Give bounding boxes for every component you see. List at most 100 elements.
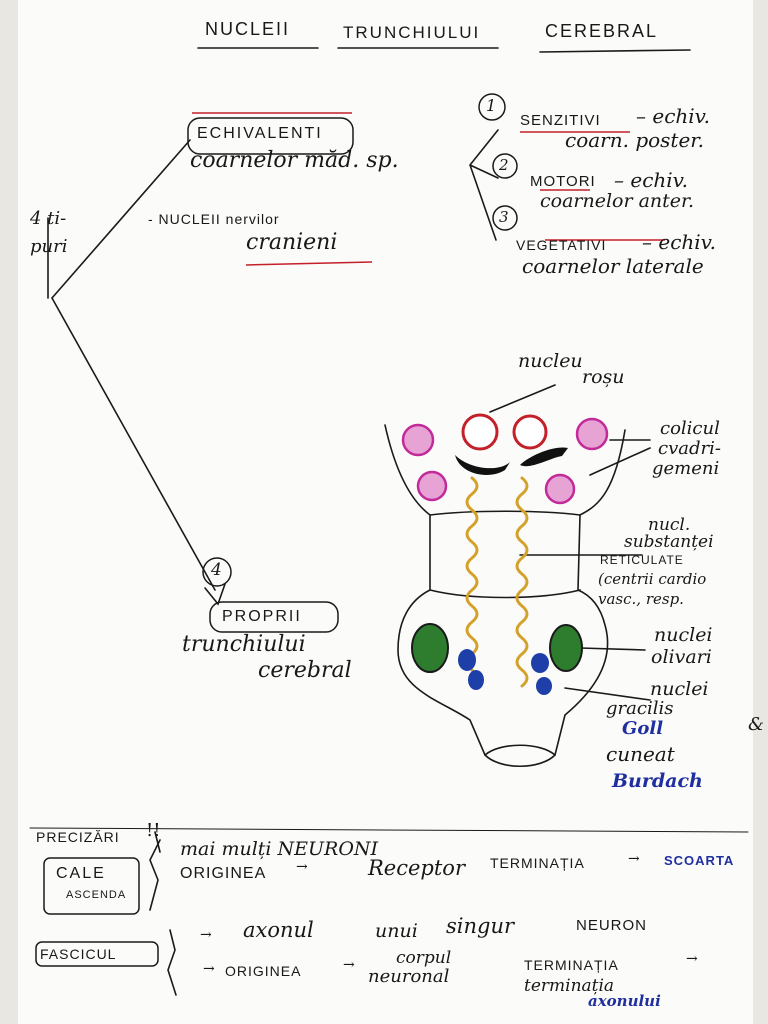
red-nucleus-right [512,414,548,450]
type-3-desc2: coarnelor laterale [522,254,704,278]
box-cale [43,857,140,915]
label-olivar-1: nuclei [654,624,713,646]
box-echivalenti [187,117,354,155]
branch-types [469,129,499,241]
fascicul-axonul: axonul [243,918,314,942]
gracilis-left-2 [468,670,484,690]
pointer-gracilis [564,687,651,701]
precizari-line1: mai mulți NEURONI [180,838,379,860]
label-colicul-1: colicul [660,418,720,439]
label-ampersand: & [748,714,765,735]
type-3-desc1: – echiv. [642,230,716,254]
proprii-line2: trunchiului [182,632,306,657]
type-3-name: VEGETATIVI [516,237,607,253]
label-goll: Goll [622,718,664,739]
bracket-fascicul [167,929,177,996]
precizari-receptor: Receptor [368,856,465,880]
precizari-terminatia: TERMINAȚIA [490,855,585,871]
fascicul-neuronal: neuronal [368,966,450,987]
label-gracilis-1: nuclei [650,678,709,700]
pointer-colicul [589,439,651,476]
section-divider [29,827,749,833]
type-2-number: 2 [499,156,509,174]
title-word-1: NUCLEII [205,19,291,39]
pointer-nucleu-rosu [489,384,556,413]
label-reticulate-4: (centrii cardio [598,570,707,588]
type-2-name: MOTORI [530,173,596,190]
arrow-2: → [628,851,640,867]
nuclei-nervi-line2: cranieni [246,230,338,255]
label-burdach: Burdach [612,770,703,792]
substantia-nigra-right [520,447,568,467]
colliculus-inf-left [416,470,448,502]
proprii-label: PROPRII [222,608,302,625]
colliculus-sup-left [401,423,435,457]
type-1-desc1: – echiv. [636,104,710,128]
reticular-right [515,476,529,688]
fascicul-label: FASCICUL [40,946,117,962]
fascicul-neuron: NEURON [576,917,648,934]
precizari-exclamation: !! [146,820,161,841]
arrow-6: → [686,951,698,967]
echivalenti-label: ECHIVALENTI [197,125,323,142]
label-cuneat: cuneat [606,742,675,766]
branch-lower [51,297,216,591]
echivalenti-line2: coarnelor măd. sp. [190,148,399,173]
label-nucleu: nucleu [518,350,583,372]
label-reticulate-5: vasc., resp. [598,590,684,608]
substantia-nigra-left [455,455,510,475]
label-rosu: roșu [582,366,625,388]
type-3-number: 3 [499,208,509,226]
arrow-5: → [343,957,355,973]
label-colicul-3: gemeni [652,458,720,479]
gracilis-right-1 [531,653,549,673]
gracilis-right-2 [536,677,552,695]
red-nucleus-left [461,413,499,451]
num-circle-4 [202,557,232,587]
label-colicul-2: cvadri- [658,438,721,459]
label-reticulate-1: nucl. [648,515,691,535]
olive-right [549,624,583,672]
precizari-heading: PRECIZĂRI [36,829,120,845]
label-gracilis-2: gracilis [606,698,674,719]
cale-label: CALE [56,865,106,882]
fascicul-terminatia: TERMINAȚIA [524,957,619,973]
type-2-desc2: coarnelor anter. [540,190,695,212]
title-word-2: TRUNCHIULUI [343,23,481,42]
type-1-number: 1 [486,96,497,115]
box-fascicul [35,941,159,967]
label-reticulate-2: substanței [624,532,714,552]
olive-left [411,623,449,673]
proprii-number: 4 [211,560,222,580]
gracilis-left-1 [458,649,476,671]
label-olivar-2: olivari [651,646,712,668]
left-label-line2: puri [30,236,68,257]
fascicul-terminatia-hand: terminația [524,976,615,996]
type-2-desc1: – echiv. [614,168,688,192]
precizari-scoarta: SCOARTA [664,853,735,868]
bracket-cale [149,839,161,911]
label-reticulate-3: RETICULATE [600,553,684,567]
num-circle-1 [478,93,506,121]
arrow-4: → [203,961,215,977]
nuclei-nervi-line1: - NUCLEII nervilor [148,211,280,227]
branch-upper [51,139,191,299]
fascicul-corpul: corpul [396,948,452,968]
fascicul-axonului: axonului [588,992,661,1010]
box-proprii [209,601,339,633]
left-label-line1: 4 ti- [30,208,67,229]
arrow-3: → [200,927,212,943]
arrow-1: → [296,859,308,875]
num-circle-3 [492,205,518,231]
type-1-desc2: coarn. poster. [565,128,705,152]
fascicul-singur: singur [446,914,515,938]
colliculus-inf-right [544,473,576,505]
type-1-name: SENZITIVI [520,112,601,129]
fascicul-originea: ORIGINEA [225,963,302,979]
colliculus-sup-right [575,417,609,451]
notebook-page [18,0,753,1024]
precizari-origine: ORIGINEA [180,865,267,882]
arrow-proprii [204,583,226,606]
ascend-label: ASCENDA [66,889,127,901]
